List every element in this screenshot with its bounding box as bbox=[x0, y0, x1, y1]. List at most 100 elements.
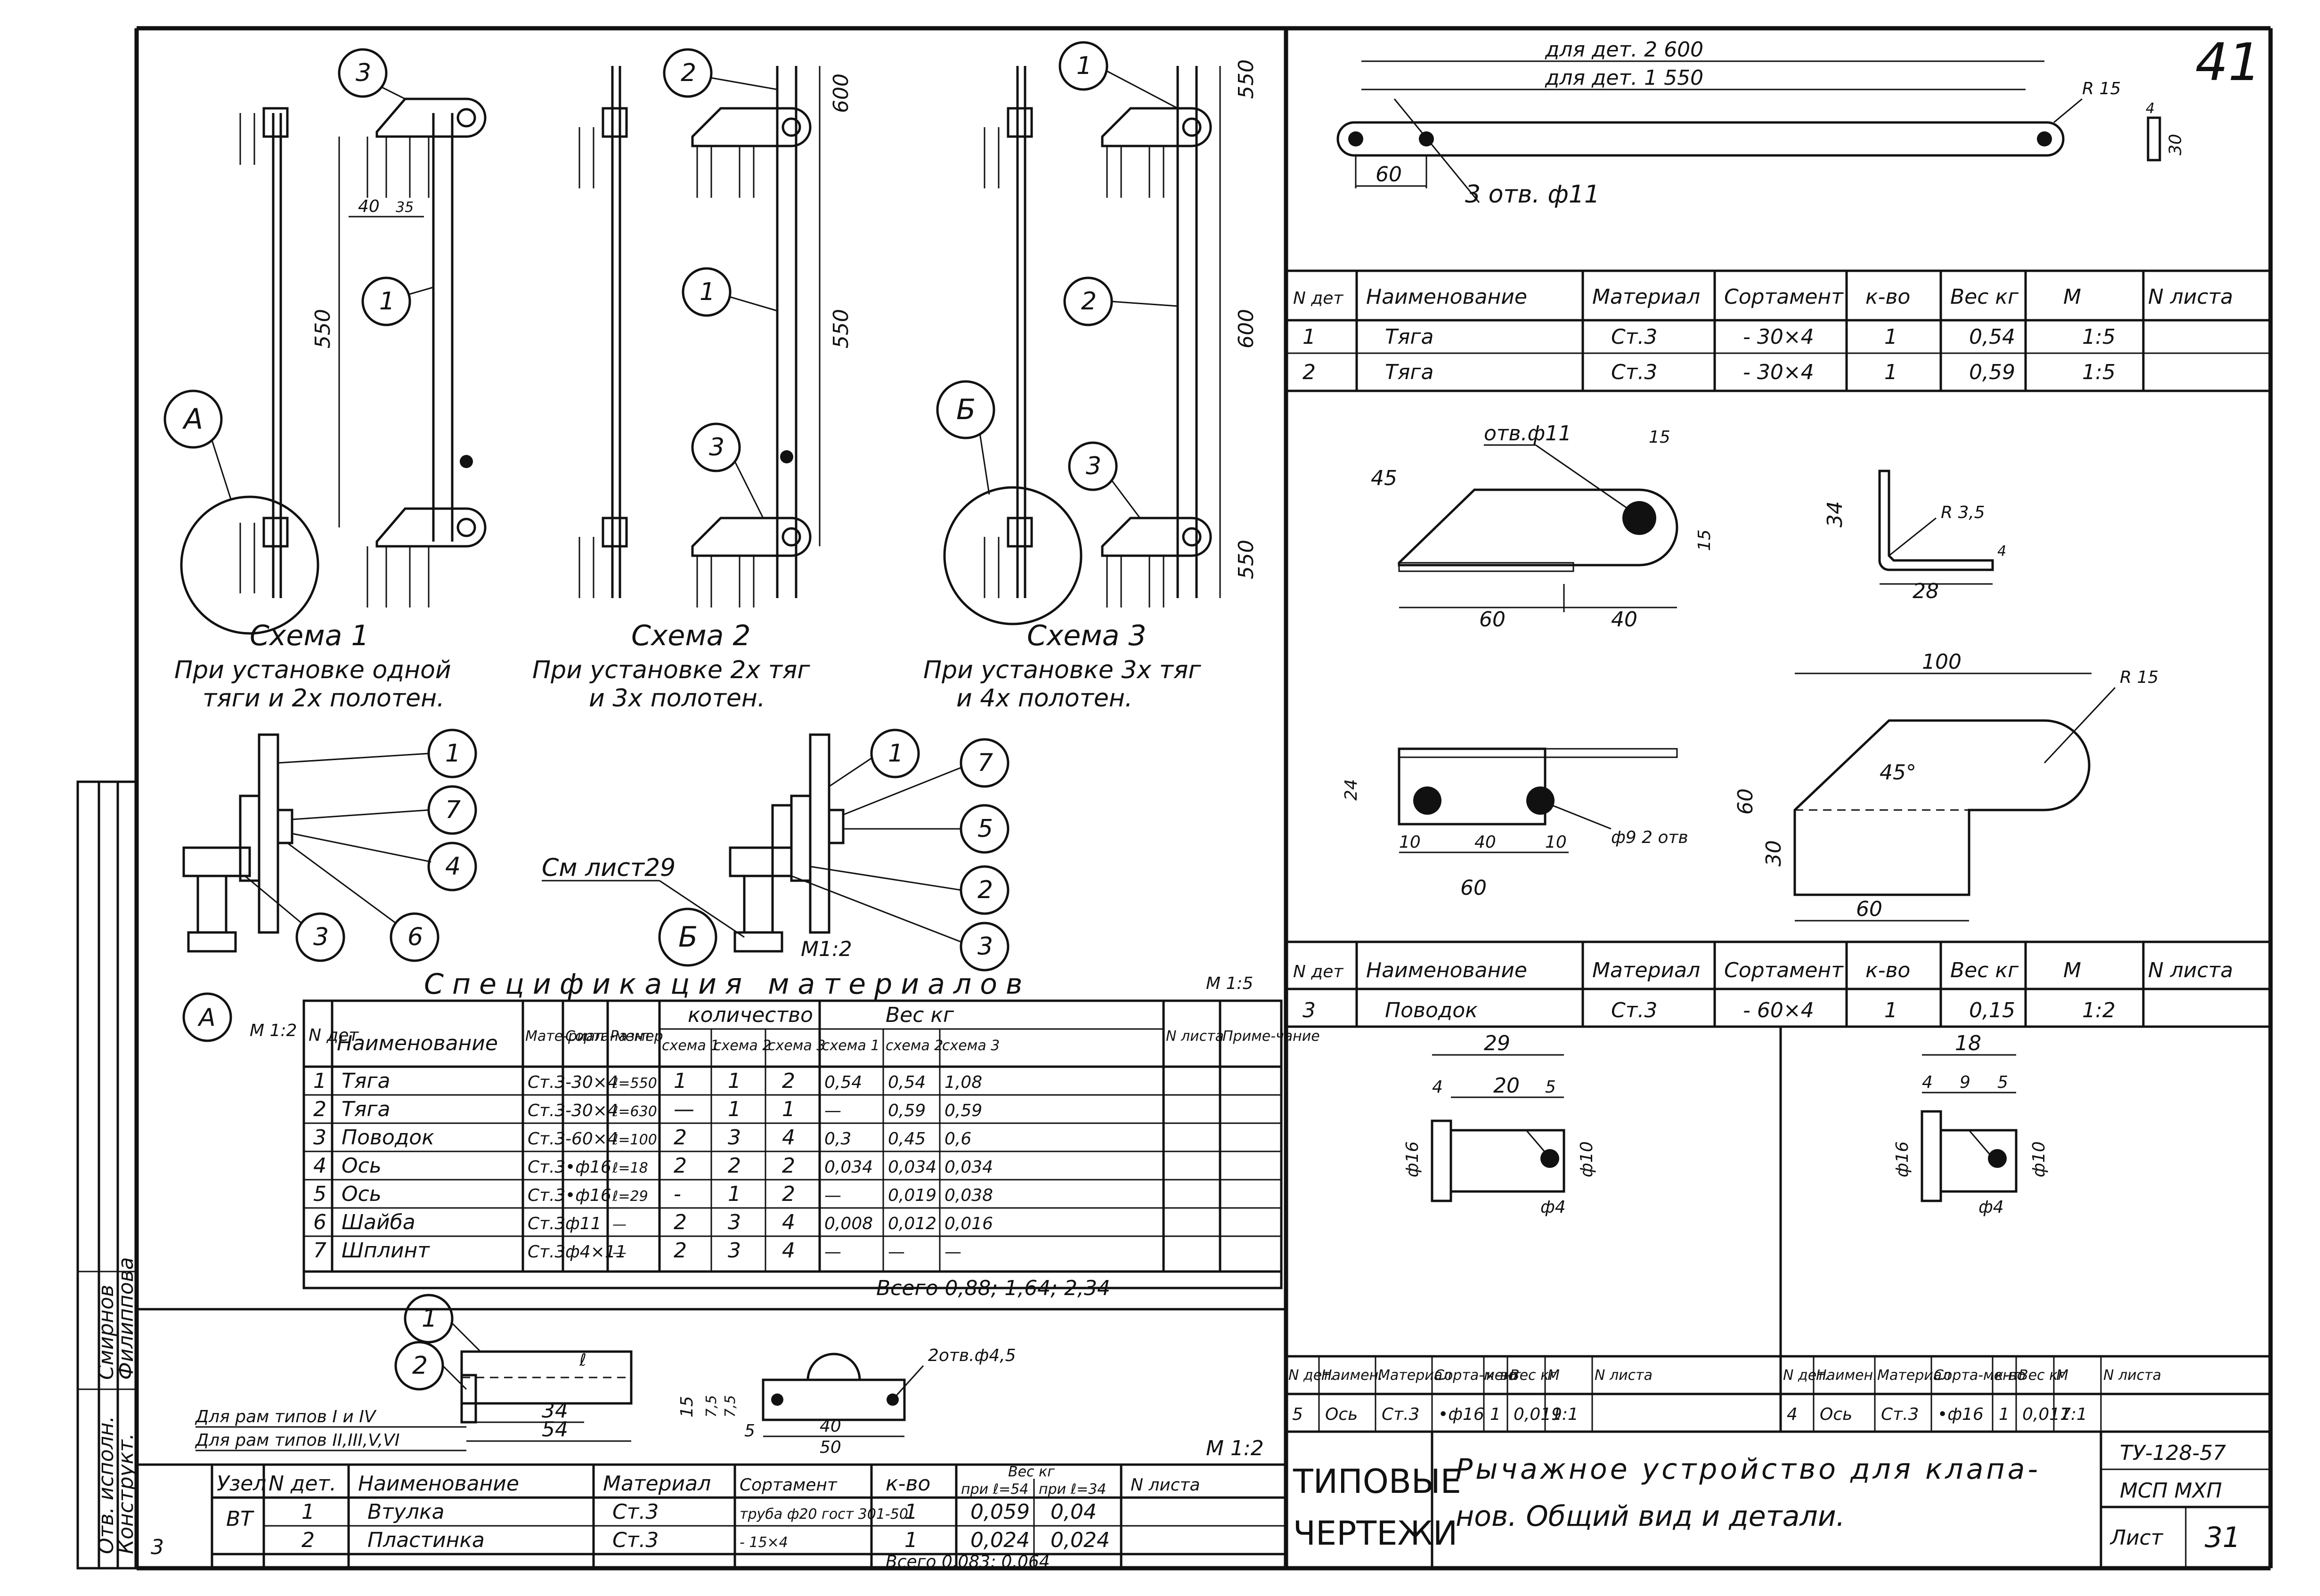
bt-dim-5: 5 bbox=[744, 1421, 755, 1441]
side-stamp-r2: Конструкт. bbox=[114, 1433, 138, 1554]
axes4-cell-7: 1:1 bbox=[2060, 1405, 2087, 1424]
s2-dim-550: 550 bbox=[829, 309, 853, 348]
axes4-h-7: М bbox=[2056, 1367, 2068, 1384]
spec-cell-r2-c2: Тяга bbox=[342, 1097, 390, 1121]
stamp-title2: нов. Общий вид и детали. bbox=[1456, 1500, 1845, 1533]
spec-h-s2b: схема 2 bbox=[886, 1037, 943, 1054]
a5-d29: 29 bbox=[1484, 1031, 1510, 1055]
axes5-h-5: к-во bbox=[1486, 1367, 1517, 1384]
a-callout-1: 1 bbox=[445, 739, 461, 768]
det12-holes: 3 отв. ф11 bbox=[1465, 180, 1600, 209]
side-stamp-r4: Филиппова bbox=[114, 1257, 138, 1380]
bt-dim-15: 15 bbox=[677, 1396, 697, 1418]
det12-h-6: Вес кг bbox=[1950, 285, 2019, 309]
axes4-cell-2: Ось bbox=[1820, 1405, 1852, 1424]
spec-cell-r1-c11: 1,08 bbox=[944, 1073, 982, 1092]
bt-cell-r2-c6: 0,024 bbox=[970, 1528, 1030, 1552]
a5-f4: ф4 bbox=[1540, 1198, 1566, 1217]
scheme-1-drawing: 40 35 550 3 1 А bbox=[163, 48, 487, 635]
spec-scale: М 1:5 bbox=[1206, 974, 1253, 993]
det3-r35: R 3,5 bbox=[1941, 503, 1985, 522]
det3-d10b: 10 bbox=[1545, 833, 1567, 852]
a-callout-6: 6 bbox=[407, 923, 423, 951]
det3-d60v: 60 bbox=[1734, 788, 1758, 815]
det3-h-1: N дет bbox=[1293, 962, 1343, 981]
spec-cell-r3-c6: 2 bbox=[674, 1126, 687, 1150]
a-callout-7: 7 bbox=[445, 796, 461, 824]
bt-scale: М 1:2 bbox=[1206, 1436, 1264, 1460]
axes4-cell-4: •ф16 bbox=[1937, 1405, 1984, 1424]
s1-callout-1: 1 bbox=[379, 287, 395, 316]
spec-cell-r5-c2: Ось bbox=[342, 1182, 382, 1206]
bt-unit: ВТ bbox=[226, 1507, 254, 1531]
det3-cell-5: 1 bbox=[1884, 998, 1897, 1022]
a4-d18: 18 bbox=[1955, 1031, 1981, 1055]
det3-d10: 10 bbox=[1399, 833, 1421, 852]
bt-dim-50: 50 bbox=[820, 1438, 841, 1457]
spec-cell-r2-c11: 0,59 bbox=[944, 1101, 982, 1120]
spec-cell-r3-c5: ℓ=100 bbox=[612, 1132, 657, 1148]
s2-callout-3: 3 bbox=[709, 433, 724, 462]
bt-frames2: Для рам типов II,III,V,VI bbox=[195, 1431, 400, 1450]
s3-callout-3: 3 bbox=[1086, 452, 1101, 480]
det12-cell-r2-c2: Тяга bbox=[1385, 360, 1433, 384]
a-callout-3: 3 bbox=[313, 923, 329, 951]
det12-table-grid bbox=[1286, 269, 2271, 392]
s3-title: Схема 3 bbox=[1027, 619, 1147, 652]
spec-h-weight: Вес кг bbox=[886, 1003, 954, 1027]
s3-dim-550-bottom: 550 bbox=[1234, 540, 1258, 579]
spec-cell-r5-c9: — bbox=[824, 1186, 841, 1205]
s2-callout-1: 1 bbox=[700, 278, 715, 306]
det3-h-5: к-во bbox=[1865, 958, 1910, 982]
bt-h-n: N дет. bbox=[269, 1472, 336, 1496]
s1-desc2: тяги и 2х полотен. bbox=[203, 684, 445, 713]
bt-cell-r2-c2: Пластинка bbox=[367, 1528, 485, 1552]
bt-callout-2: 2 bbox=[412, 1352, 428, 1380]
det3-a45: 45° bbox=[1880, 761, 1916, 785]
det12-cell-r2-c3: Ст.3 bbox=[1611, 360, 1657, 384]
bt-cell-r1-c7: 0,04 bbox=[1050, 1500, 1097, 1524]
axes5-h-8: N листа bbox=[1595, 1367, 1652, 1384]
spec-cell-r2-c4: -30×4 bbox=[565, 1101, 618, 1120]
axes5-h-1: N дет. bbox=[1288, 1367, 1335, 1384]
stamp-left: ТИПОВЫЕ bbox=[1293, 1462, 1461, 1501]
s2-title: Схема 2 bbox=[631, 619, 751, 652]
spec-cell-r4-c1: 4 bbox=[313, 1154, 326, 1178]
spec-cell-r6-c8: 4 bbox=[782, 1210, 795, 1234]
spec-cell-r6-c7: 3 bbox=[728, 1210, 741, 1234]
axes4-h-3: Материал bbox=[1877, 1367, 1951, 1384]
spec-cell-r3-c9: 0,3 bbox=[824, 1129, 851, 1149]
spec-cell-r2-c8: 1 bbox=[782, 1097, 795, 1121]
det12-cell-r1-c5: 1 bbox=[1884, 325, 1897, 349]
spec-cell-r7-c1: 7 bbox=[313, 1239, 326, 1263]
det12-h-4: Сортамент bbox=[1724, 285, 1844, 309]
spec-cell-r5-c7: 1 bbox=[728, 1182, 741, 1206]
bt-frames1: Для рам типов I и IV bbox=[195, 1407, 377, 1426]
a4-d5: 5 bbox=[1997, 1073, 2008, 1092]
axes4-h-4: Сорта-мент bbox=[1934, 1367, 2021, 1384]
det3-cell-3: Ст.3 bbox=[1611, 998, 1657, 1022]
side-stamp-r5: 3 bbox=[151, 1535, 164, 1559]
spec-cell-r7-c5: — bbox=[612, 1245, 627, 1261]
det12-h-3: Материал bbox=[1592, 285, 1700, 309]
a-label: А bbox=[197, 1004, 216, 1032]
a5-f10: ф10 bbox=[1577, 1141, 1596, 1177]
bt-holes: 2отв.ф4,5 bbox=[928, 1346, 1016, 1365]
spec-h-mat: Мате-риал bbox=[525, 1028, 604, 1045]
spec-cell-r7-c11: — bbox=[944, 1242, 961, 1262]
spec-cell-r3-c3: Ст.3 bbox=[528, 1129, 565, 1149]
s1-title: Схема 1 bbox=[250, 619, 369, 652]
axes4-cell-3: Ст.3 bbox=[1881, 1405, 1919, 1424]
spec-cell-r3-c4: -60×4 bbox=[565, 1129, 618, 1149]
det12-cell-r1-c7: 1:5 bbox=[2082, 325, 2116, 349]
spec-cell-r1-c5: ℓ=550 bbox=[612, 1075, 657, 1092]
a4-f4: ф4 bbox=[1978, 1198, 2004, 1217]
a4-d4: 4 bbox=[1922, 1073, 1933, 1092]
spec-total: Всего 0,88; 1,64; 2,34 bbox=[876, 1276, 1110, 1300]
spec-table-header: N дет. Наименование Мате-риал Сорта-мент… bbox=[309, 1003, 1320, 1055]
det12-dim-60: 60 bbox=[1376, 162, 1402, 186]
spec-cell-r5-c5: ℓ=29 bbox=[612, 1188, 648, 1205]
b-cm-sheet: См лист29 bbox=[542, 854, 676, 882]
axes5-h-4: Сорта-мент bbox=[1434, 1367, 1522, 1384]
